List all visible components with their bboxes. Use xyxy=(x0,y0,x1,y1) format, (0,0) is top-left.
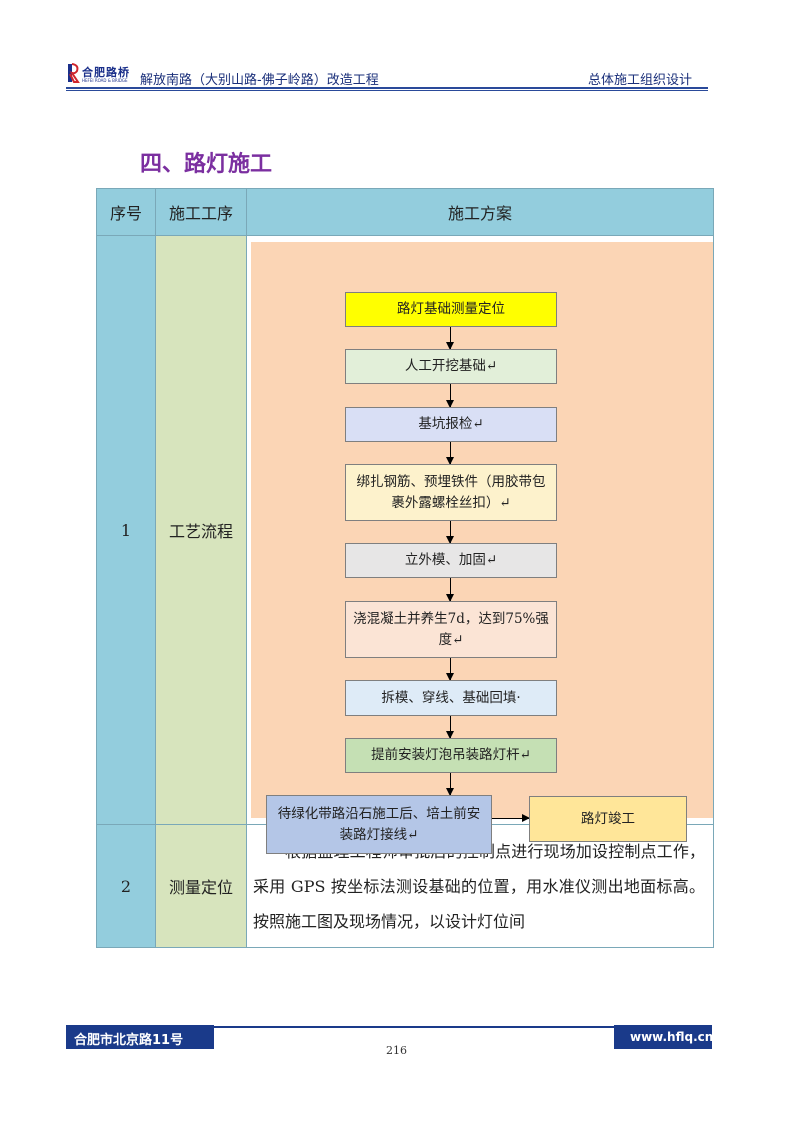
project-title: 解放南路（大别山路-佛子岭路）改造工程 xyxy=(140,73,379,88)
flow-step-inspection: 基坑报检↵ xyxy=(345,407,557,442)
table-row: 1 工艺流程 路灯基础测量定位 人工开挖基础↵ 基坑报检↵ 绑扎钢筋、预埋铁件（… xyxy=(96,235,714,854)
row1-process: 工艺流程 xyxy=(155,235,247,825)
logo-mark-icon xyxy=(68,63,80,83)
header-seq: 序号 xyxy=(96,188,156,236)
flow-step-wiring: 待绿化带路沿石施工后、培土前安装路灯接线↵ xyxy=(266,795,492,854)
footer-address: 合肥市北京路11号 xyxy=(74,1033,184,1048)
row1-seq: 1 xyxy=(96,235,156,825)
flow-arrow xyxy=(446,716,454,739)
row2-seq: 2 xyxy=(96,824,156,948)
footer-website: www.hflq.cn xyxy=(630,1030,714,1044)
table-header-row: 序号 施工工序 施工方案 xyxy=(96,188,714,236)
flow-arrow xyxy=(492,814,530,822)
flow-arrow xyxy=(446,327,454,350)
flow-step-formwork: 立外模、加固↵ xyxy=(345,543,557,578)
flow-arrow xyxy=(446,773,454,796)
flow-step-backfill: 拆模、穿线、基础回填· xyxy=(345,680,557,716)
section-title: 四、路灯施工 xyxy=(140,152,273,177)
flow-arrow xyxy=(446,442,454,465)
header-rule-thin xyxy=(66,90,708,91)
flow-arrow xyxy=(446,578,454,602)
logo-sub-text: HEFEI ROAD & BRIDGE xyxy=(82,78,128,83)
document-title: 总体施工组织设计 xyxy=(588,73,693,88)
footer-rule xyxy=(66,1026,712,1028)
flow-step-rebar: 绑扎钢筋、预埋铁件（用胶带包裹外露螺栓丝扣）↵ xyxy=(345,464,557,521)
flow-arrow xyxy=(446,658,454,681)
header-plan: 施工方案 xyxy=(246,188,714,236)
flowchart: 路灯基础测量定位 人工开挖基础↵ 基坑报检↵ 绑扎钢筋、预埋铁件（用胶带包裹外露… xyxy=(246,235,714,854)
flow-arrow xyxy=(446,521,454,544)
flowchart-background xyxy=(251,242,713,818)
flow-step-complete: 路灯竣工 xyxy=(529,796,687,842)
row2-process: 测量定位 xyxy=(155,824,247,948)
footer-web-bar xyxy=(614,1025,712,1049)
flow-step-concrete: 浇混凝土并养生7d，达到75%强度↵ xyxy=(345,601,557,658)
page-number: 216 xyxy=(386,1044,407,1057)
flow-step-excavate: 人工开挖基础↵ xyxy=(345,349,557,384)
flow-step-survey: 路灯基础测量定位 xyxy=(345,292,557,327)
logo-brand-text: 合肥路桥 xyxy=(82,66,130,79)
footer-address-bar xyxy=(66,1025,214,1049)
flow-arrow xyxy=(446,384,454,408)
header-rule xyxy=(66,87,708,89)
flow-step-pole-install: 提前安装灯泡吊装路灯杆↵ xyxy=(345,738,557,773)
construction-table: 序号 施工工序 施工方案 1 工艺流程 路灯基础测量定位 人工开挖基础↵ 基坑报… xyxy=(96,188,714,948)
table-row: 2 测量定位 根据监理工程师审批后的控制点进行现场加设控制点工作，采用 GPS … xyxy=(96,824,714,948)
header-process: 施工工序 xyxy=(155,188,247,236)
company-logo: 合肥路桥 HEFEI ROAD & BRIDGE xyxy=(66,62,130,88)
